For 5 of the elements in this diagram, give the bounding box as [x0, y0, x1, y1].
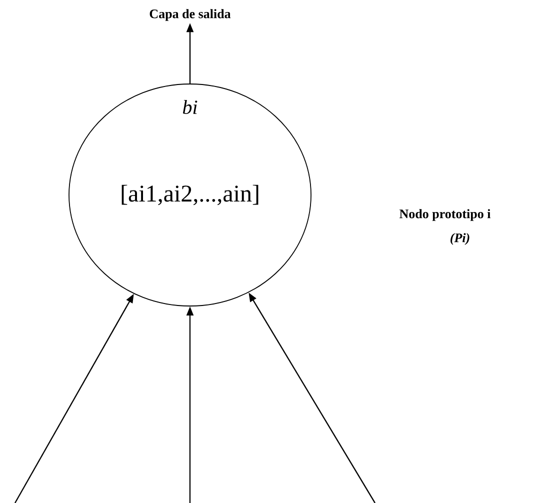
node-caption: Nodo prototipo i: [400, 209, 491, 221]
node-caption: (Pi): [450, 233, 470, 245]
node-text: [ai1,ai2,...,ain]: [122, 184, 258, 206]
layer-label: Capa de salida: [150, 9, 231, 21]
node-text: bi: [182, 100, 198, 114]
